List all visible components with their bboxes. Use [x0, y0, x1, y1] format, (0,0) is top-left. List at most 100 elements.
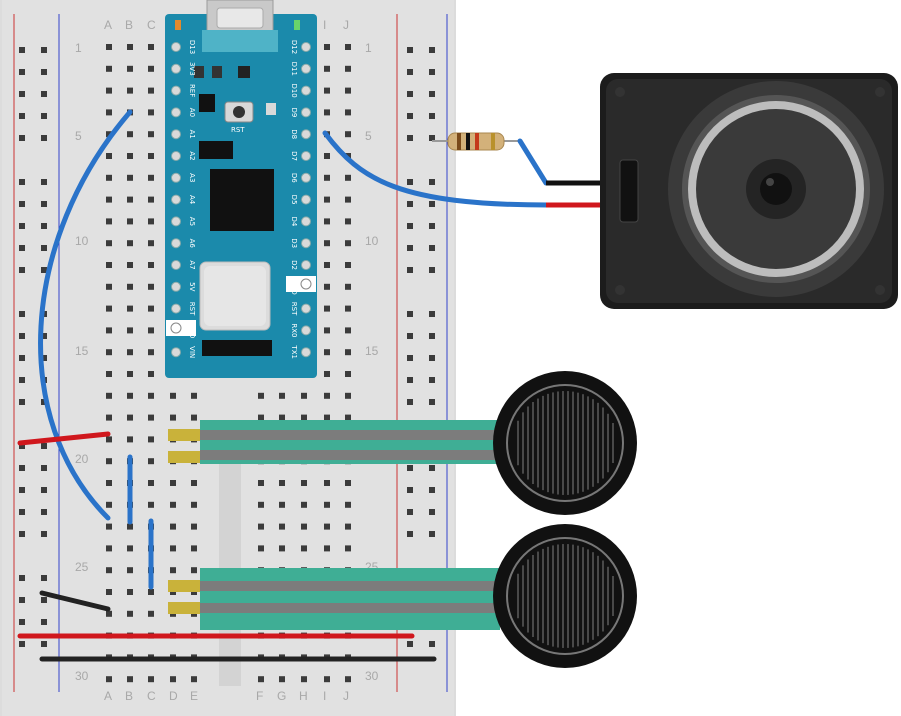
- breadboard-hole: [148, 218, 154, 225]
- breadboard-hole: [324, 283, 330, 290]
- rail-hole: [407, 311, 413, 317]
- breadboard-hole: [127, 305, 133, 312]
- arduino-pin-right: [301, 216, 311, 227]
- breadboard-hole: [258, 414, 264, 421]
- arduino-nano: RST D133V3REFA0A1A2A3A4A5A6A75VRSTGNDVIN…: [165, 0, 317, 378]
- rail-hole: [429, 91, 435, 97]
- resistor-lead-wire: [517, 138, 549, 186]
- arduino-pin-right: [301, 325, 311, 336]
- breadboard-hole: [127, 676, 133, 683]
- arduino-pin-left: [171, 85, 181, 96]
- breadboard-hole: [148, 87, 154, 94]
- arduino-pin-left: [171, 151, 181, 161]
- arduino-pin-right: [301, 107, 311, 118]
- breadboard-hole: [324, 218, 330, 225]
- speaker-terminal: [619, 159, 639, 223]
- rail-hole: [429, 47, 435, 53]
- rail-hole: [41, 399, 47, 405]
- force-sensitive-resistor-bottom: [168, 524, 637, 668]
- rail-hole: [19, 179, 25, 185]
- rail-hole: [41, 465, 47, 471]
- breadboard-hole: [324, 196, 330, 203]
- rail-hole: [429, 487, 435, 493]
- wires: [17, 109, 551, 662]
- breadboard-hole: [127, 349, 133, 356]
- arduino-left-pin-label: D13: [188, 40, 196, 54]
- breadboard-hole: [106, 218, 112, 225]
- arduino-left-pin-labels: D133V3REFA0A1A2A3A4A5A6A75VRSTGNDVIN: [188, 40, 196, 358]
- breadboard-hole: [345, 87, 351, 94]
- breadboard-hole: [324, 109, 330, 116]
- arduino-left-pin-label: A7: [188, 260, 196, 269]
- breadboard-hole: [106, 545, 112, 552]
- resistor-band-4: [491, 133, 495, 150]
- row-label-5-right: 5: [365, 129, 372, 143]
- breadboard-hole: [148, 131, 154, 138]
- rail-hole: [407, 47, 413, 53]
- rail-hole: [407, 355, 413, 361]
- rail-hole: [41, 69, 47, 75]
- breadboard-hole: [324, 87, 330, 94]
- breadboard-hole: [106, 480, 112, 486]
- breadboard-hole: [106, 87, 112, 94]
- rail-hole: [429, 201, 435, 207]
- col-label-i-top: I: [323, 18, 326, 32]
- breadboard-hole: [148, 414, 154, 421]
- resistor-band-2: [466, 133, 470, 150]
- arduino-pin-left: [171, 129, 181, 140]
- breadboard-hole: [127, 44, 133, 50]
- breadboard-hole: [345, 523, 351, 530]
- breadboard-hole: [106, 153, 112, 159]
- breadboard-hole: [106, 65, 112, 72]
- breadboard-hole: [127, 610, 133, 617]
- breadboard-hole: [170, 414, 176, 421]
- rail-hole: [41, 597, 47, 603]
- col-label-e-bottom: E: [190, 689, 198, 703]
- breadboard-hole: [148, 196, 154, 203]
- rail-hole: [41, 245, 47, 251]
- col-label-a-bottom: A: [104, 689, 112, 703]
- breadboard-hole: [106, 501, 112, 508]
- arduino-left-pin-label: A3: [188, 173, 196, 182]
- arduino-pin-left: [171, 194, 181, 205]
- breadboard-hole: [127, 218, 133, 225]
- breadboard-hole: [345, 327, 351, 334]
- rail-hole: [407, 377, 413, 383]
- breadboard-hole: [324, 240, 330, 247]
- rail-hole: [41, 135, 47, 141]
- resistor: [432, 132, 549, 186]
- rail-hole: [19, 311, 25, 317]
- col-label-j-bottom: J: [343, 689, 349, 703]
- col-label-h-bottom: H: [299, 689, 308, 703]
- breadboard-hole: [258, 480, 264, 486]
- arduino-right-pin-label: D10: [290, 83, 298, 97]
- arduino-pin-right: [301, 194, 311, 205]
- breadboard-hole: [191, 501, 197, 508]
- row-label-25-left: 25: [75, 560, 89, 574]
- rail-hole: [41, 355, 47, 361]
- breadboard-hole: [324, 414, 330, 421]
- breadboard-hole: [324, 501, 330, 508]
- arduino-pin-right: [301, 172, 311, 183]
- breadboard-hole: [258, 392, 264, 399]
- rail-hole: [19, 245, 25, 251]
- rail-hole: [407, 487, 413, 493]
- rail-hole: [19, 399, 25, 405]
- breadboard-hole: [106, 305, 112, 312]
- rail-hole: [41, 641, 47, 647]
- arduino-left-pin-label: A0: [188, 108, 196, 117]
- arduino-pin-left: [171, 216, 181, 227]
- breadboard-hole: [127, 327, 133, 334]
- rail-hole: [407, 465, 413, 471]
- rail-hole: [19, 47, 25, 53]
- rail-hole: [41, 223, 47, 229]
- rail-hole: [41, 333, 47, 339]
- breadboard-hole: [191, 545, 197, 552]
- col-label-i-bottom: I: [323, 689, 326, 703]
- speaker-screw-tr: [875, 87, 885, 97]
- wire-red-power-top: [17, 431, 111, 446]
- gnd-pin-left: [170, 322, 182, 334]
- rail-hole: [429, 135, 435, 141]
- rail-hole: [407, 333, 413, 339]
- rail-hole: [41, 91, 47, 97]
